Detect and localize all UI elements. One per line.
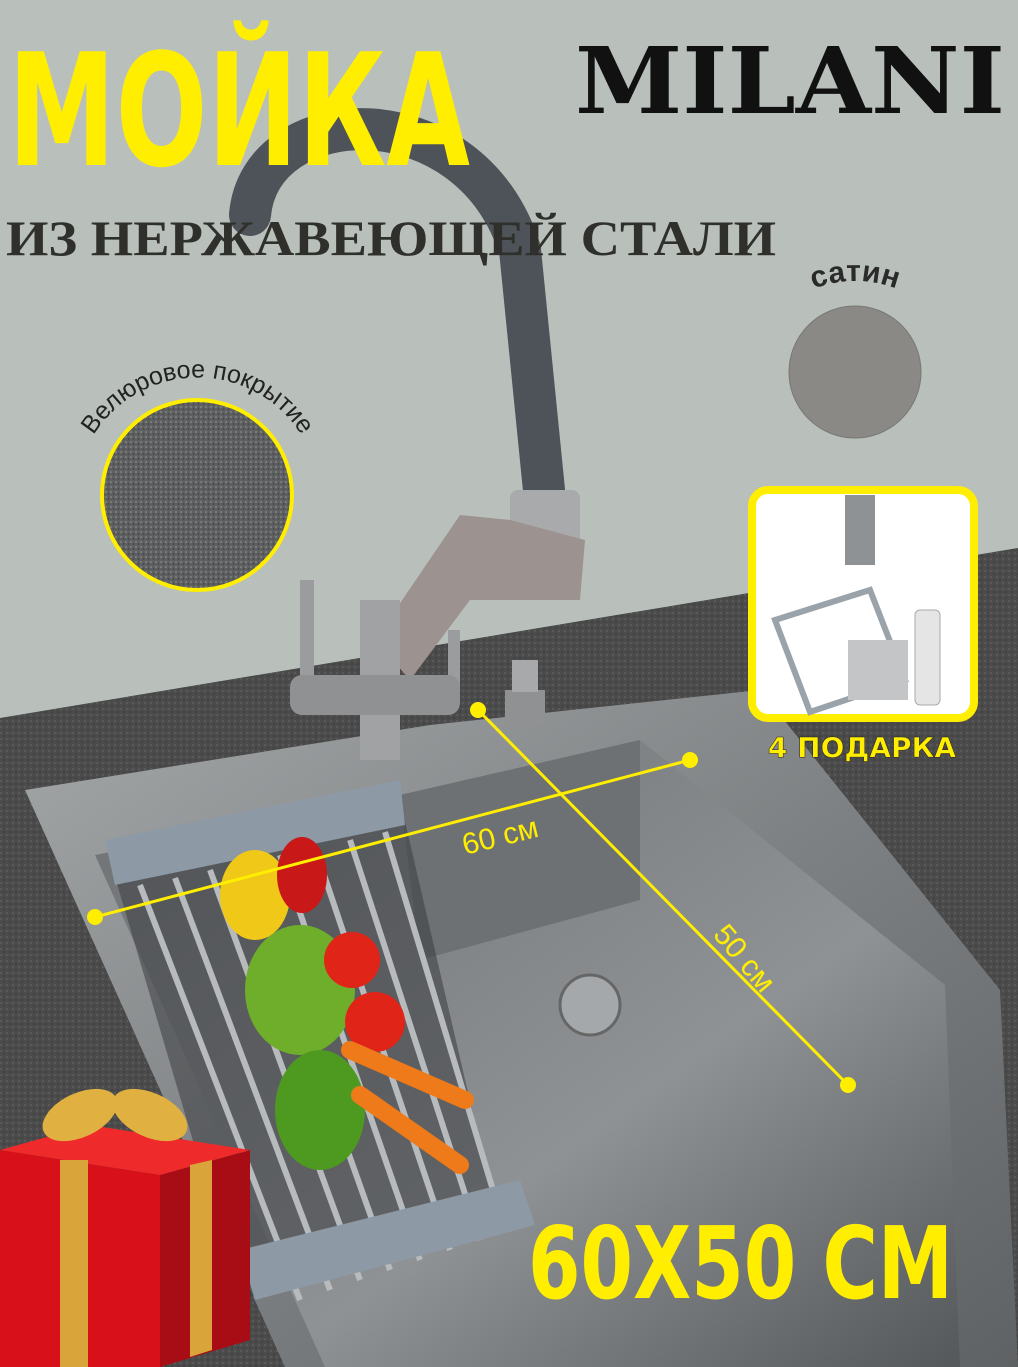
gifts-label: 4 ПОДАРКА [768,731,956,764]
satin-swatch [788,305,922,439]
gifts-panel [748,486,978,722]
size-headline: 60X50 СМ [528,1205,953,1322]
sink-bowl-wall [400,740,640,960]
brand-logo: MILANI [575,27,1005,135]
vegetables [220,837,474,1174]
faucet [229,108,585,760]
dimension-lines [87,702,856,1093]
headline: МОЙКА [8,19,470,202]
subheadline: ИЗ НЕРЖАВЕЮЩЕЙ СТАЛИ [6,210,776,266]
velour-swatch [100,398,294,592]
sink-drain [558,973,622,1037]
gift-box-icon [0,1088,250,1367]
